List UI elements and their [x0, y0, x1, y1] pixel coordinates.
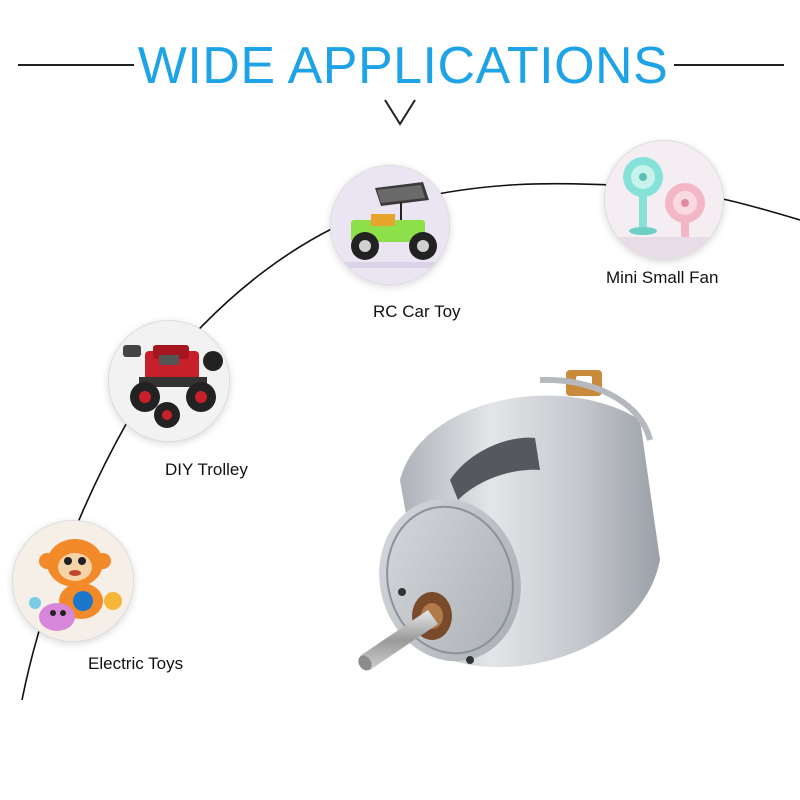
- mini-small-fan-label: Mini Small Fan: [606, 268, 719, 287]
- mini-fan-icon: [605, 141, 723, 259]
- monkey-toy-icon: [13, 521, 133, 641]
- title-rule-right: [674, 64, 784, 66]
- mini-small-fan-image: [604, 140, 724, 260]
- chevron-down-icon: [384, 99, 416, 126]
- diy-trolley-label: DIY Trolley: [165, 460, 248, 479]
- rc-car-toy-label: RC Car Toy: [373, 302, 461, 321]
- rc-car-toy-image: [330, 165, 450, 285]
- title-bar: WIDE APPLICATIONS: [0, 28, 800, 108]
- page-title: WIDE APPLICATIONS: [137, 37, 669, 95]
- title-rule-left: [18, 64, 134, 66]
- dc-motor-illustration: [358, 370, 660, 671]
- diy-trolley-image: [108, 320, 230, 442]
- rc-truck-icon: [109, 321, 229, 441]
- electric-toys-image: [12, 520, 134, 642]
- electric-toys-label: Electric Toys: [88, 654, 184, 673]
- solar-car-icon: [331, 166, 449, 284]
